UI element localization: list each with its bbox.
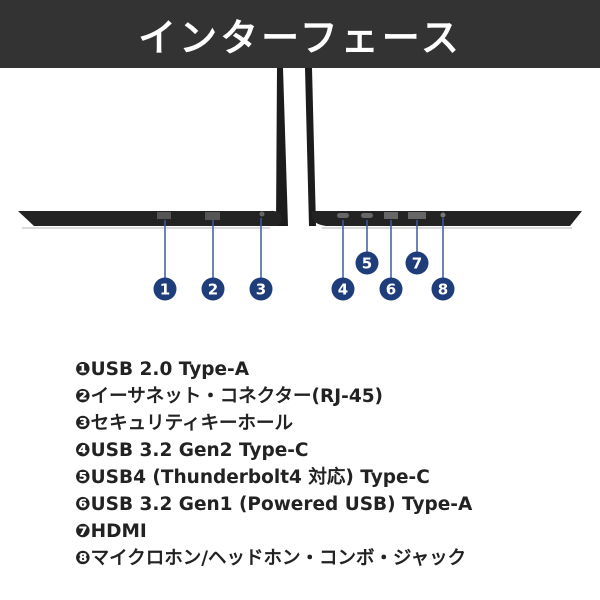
security-keyhole-icon bbox=[259, 211, 265, 217]
svg-text:3: 3 bbox=[256, 281, 266, 299]
svg-text:8: 8 bbox=[438, 281, 448, 299]
svg-text:6: 6 bbox=[386, 281, 396, 299]
usb-c-port-icon bbox=[337, 213, 349, 218]
usb-a-port-icon bbox=[157, 212, 171, 219]
callout-badge-6: 6 bbox=[379, 277, 403, 301]
callout-badge-7: 7 bbox=[405, 251, 429, 275]
callout-lines bbox=[164, 218, 444, 280]
port-item: ❸セキュリティキーホール bbox=[75, 413, 294, 434]
callout-badge-4: 4 bbox=[331, 277, 355, 301]
svg-text:4: 4 bbox=[338, 281, 348, 299]
port-item: ❺USB4 (Thunderbolt4 対応) Type-C bbox=[75, 467, 430, 488]
port-item: ❽マイクロホン/ヘッドホン・コンボ・ジャック bbox=[75, 548, 467, 569]
port-item: ❼HDMI bbox=[75, 521, 147, 542]
audio-jack-icon bbox=[440, 212, 446, 218]
svg-text:5: 5 bbox=[362, 255, 372, 273]
page-title: インターフェース bbox=[0, 0, 600, 68]
callout-badge-1: 1 bbox=[153, 277, 177, 301]
port-item: ❻USB 3.2 Gen1 (Powered USB) Type-A bbox=[75, 494, 473, 515]
svg-text:2: 2 bbox=[208, 281, 218, 299]
port-item: ❶USB 2.0 Type-A bbox=[75, 359, 250, 380]
usb-a-powered-port-icon bbox=[384, 212, 398, 219]
hdmi-port-icon bbox=[408, 212, 426, 219]
callout-badge-3: 3 bbox=[249, 277, 273, 301]
svg-text:1: 1 bbox=[160, 281, 170, 299]
port-item: ❹USB 3.2 Gen2 Type-C bbox=[75, 440, 309, 461]
ethernet-port-icon bbox=[205, 212, 220, 220]
callout-badge-5: 5 bbox=[355, 251, 379, 275]
callout-badges: 1 2 3 4 5 6 7 8 bbox=[153, 251, 455, 301]
callout-badge-8: 8 bbox=[431, 277, 455, 301]
usb4-port-icon bbox=[361, 213, 373, 218]
callout-badge-2: 2 bbox=[201, 277, 225, 301]
right-side-laptop bbox=[305, 68, 582, 229]
svg-text:7: 7 bbox=[412, 255, 422, 273]
left-side-laptop bbox=[18, 68, 288, 229]
port-list: ❶USB 2.0 Type-A ❷イーサネット・コネクター(RJ-45) ❸セキ… bbox=[75, 356, 472, 572]
laptop-side-views: 1 2 3 4 5 6 7 8 bbox=[18, 68, 582, 301]
port-item: ❷イーサネット・コネクター(RJ-45) bbox=[75, 386, 384, 407]
